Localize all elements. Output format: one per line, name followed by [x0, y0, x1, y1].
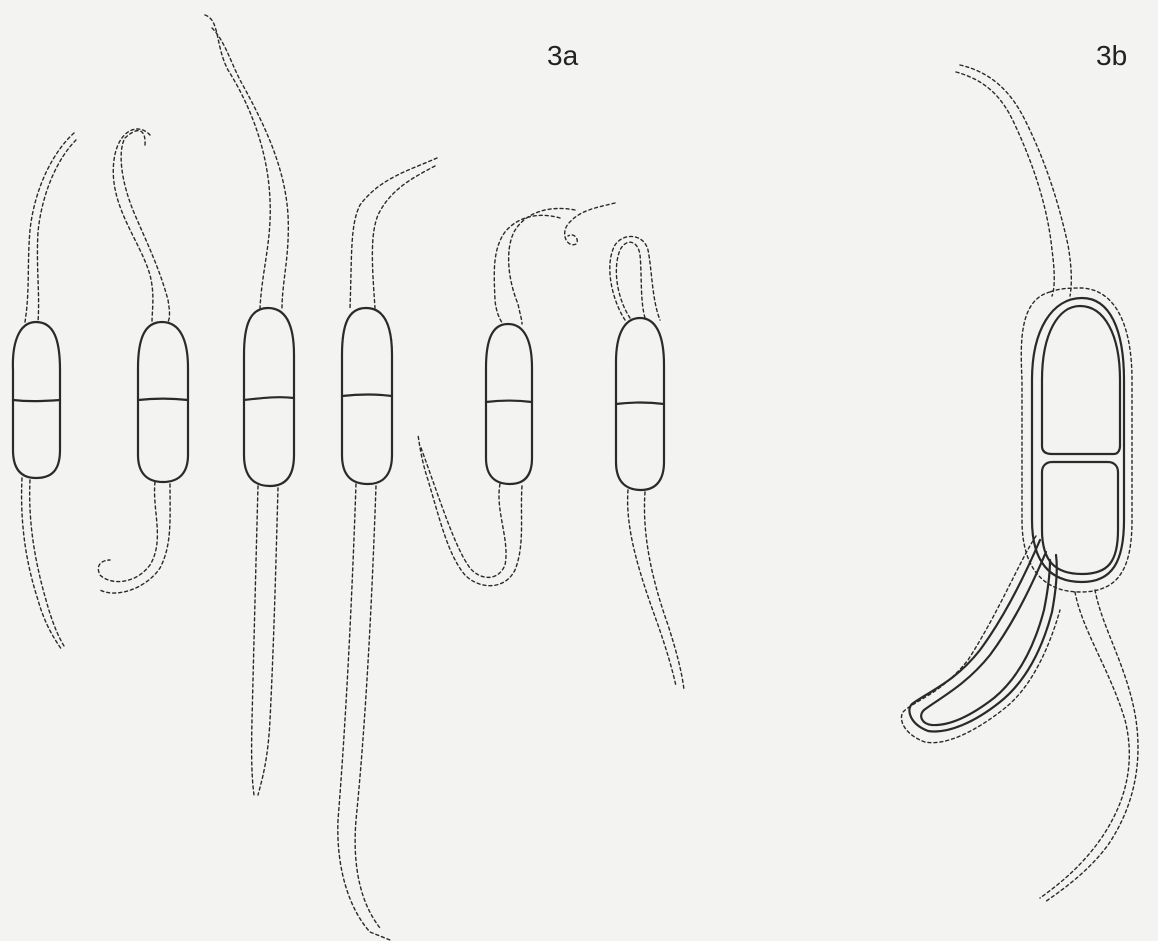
conidium-3	[205, 15, 294, 795]
conidium-5	[418, 203, 615, 586]
conidium-1	[13, 133, 76, 650]
germinating-conidium-3b	[901, 65, 1138, 902]
conidium-6	[610, 236, 684, 690]
conidium-4	[338, 158, 437, 940]
conidium-2	[98, 129, 188, 593]
